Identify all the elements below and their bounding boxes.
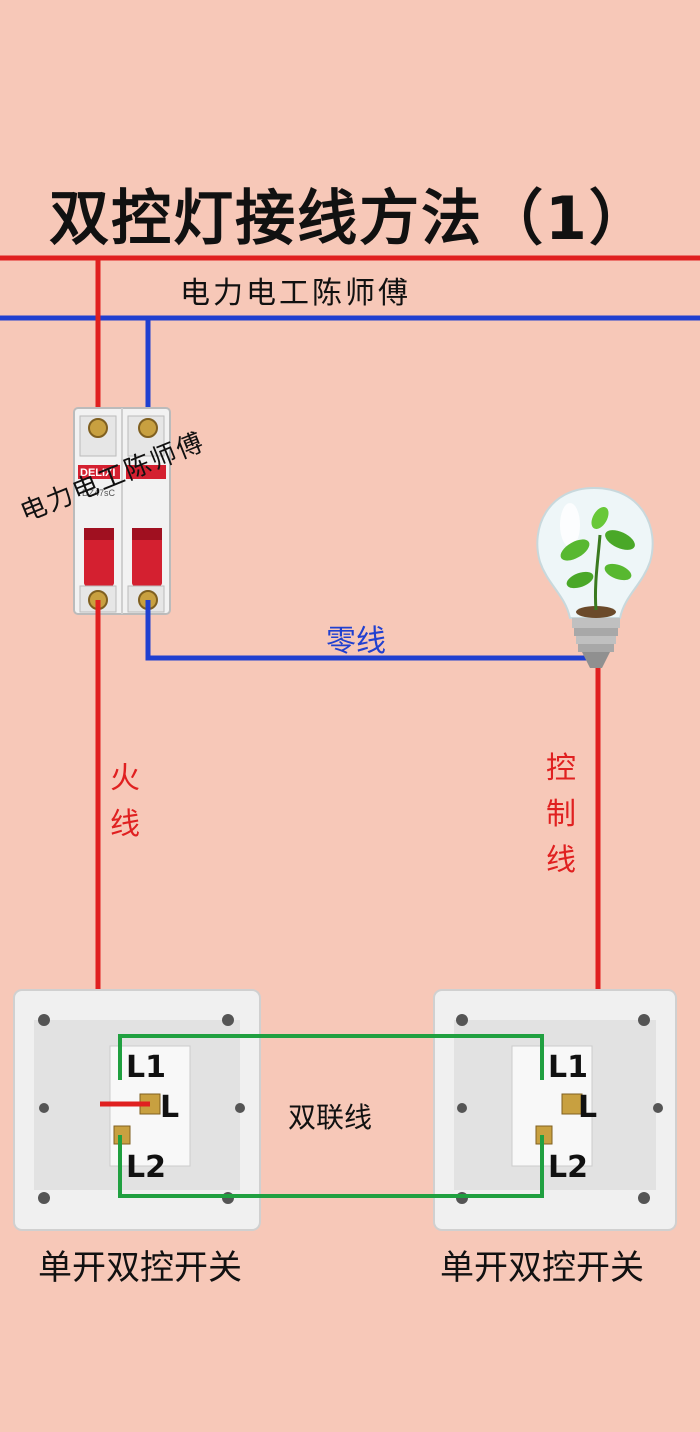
breaker-model: DZ47sC	[82, 488, 116, 498]
right-switch	[433, 989, 677, 1231]
left-switch-terminal-l: L	[160, 1090, 180, 1125]
page-title: 双控灯接线方法（1）	[49, 184, 651, 254]
live-wire-label: 火线	[110, 761, 140, 842]
right-switch-terminal-l2: L2	[548, 1150, 588, 1185]
left-switch-terminal-l2: L2	[126, 1150, 166, 1185]
right-switch-terminal-l1: L1	[548, 1050, 588, 1085]
plant-icon	[560, 507, 635, 618]
breaker-handle-left	[84, 528, 114, 586]
traveler-wire-bottom	[118, 1135, 544, 1198]
left-switch-caption: 单开双控开关	[38, 1248, 242, 1288]
right-switch-terminal-l: L	[578, 1090, 598, 1125]
breaker-brand: DELIXI	[80, 467, 115, 479]
control-wire-label: 控制线	[546, 751, 576, 878]
author-subtitle: 电力电工陈师傅	[180, 276, 411, 311]
left-switch-terminal-l1: L1	[126, 1050, 166, 1085]
neutral-wire-to-lamp	[145, 600, 590, 661]
circuit-breaker: DELIXI DZ47sC	[73, 407, 171, 615]
traveler-wire-top	[118, 1034, 544, 1080]
bulb-icon	[536, 486, 654, 668]
breaker-handle-right	[132, 528, 162, 586]
right-switch-caption: 单开双控开关	[440, 1248, 644, 1288]
neutral-wire-label: 零线	[326, 624, 386, 659]
traveler-wire-label: 双联线	[288, 1101, 373, 1134]
